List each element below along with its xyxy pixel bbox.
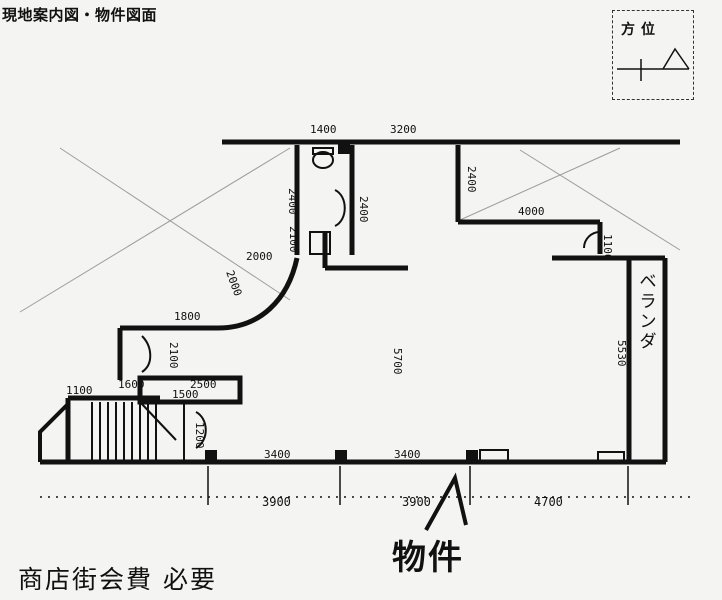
veranda-label: ベランダ [639,272,657,352]
dim-stair-d: 1500 [172,388,199,401]
north-arrow-icon [617,47,690,81]
dim-wc-h2: 2100 [287,226,300,253]
dim-bottom-a: 3400 [264,448,291,461]
dim-curve-a: 2000 [223,269,244,298]
dim-right-small: 1100 [601,234,614,261]
dim-stair-e: 1200 [193,422,206,449]
footer-note: 商店街会費 必要 [18,565,217,594]
page-title: 現地案内図・物件図面 [2,6,158,24]
dim-notch-h: 2400 [465,166,478,193]
dim-notch-w: 4000 [518,205,545,218]
dim-outer-b: 3900 [402,495,431,509]
dim-stair-a: 1100 [66,384,93,397]
dim-center-v: 5700 [391,348,404,375]
dim-outer-c: 4700 [534,495,563,509]
dim-outer-a: 3900 [262,495,291,509]
dim-side-v: 2100 [167,342,180,369]
hatch-lines [19,147,681,313]
outer-ticks [207,466,629,505]
compass-box: 方位 [612,10,694,100]
stairs [38,401,177,462]
dim-top-a: 1400 [310,123,337,136]
property-marker: 物件 [392,538,464,578]
dim-curve-b: 1800 [174,310,201,323]
walls [40,139,680,465]
dim-left-w: 2000 [246,250,273,263]
dim-wc-h1: 2400 [286,188,299,215]
dim-top-b: 3200 [390,123,417,136]
interior-lines [141,147,625,463]
compass-label: 方位 [621,22,661,38]
dim-right-v: 5530 [615,340,628,367]
dim-stair-c: 2500 [190,378,217,391]
columns [205,142,478,462]
entrance-arrow [424,472,468,531]
dim-bath-h: 2400 [357,196,370,223]
dim-stair-b: 1600 [118,378,145,391]
dim-bottom-b: 3400 [394,448,421,461]
